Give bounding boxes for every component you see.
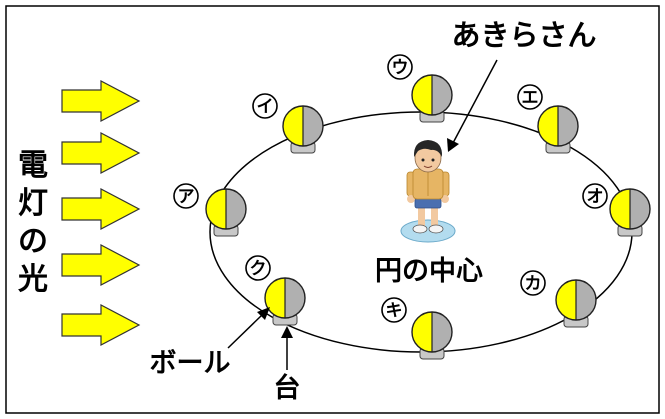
ball-dark-half	[285, 278, 305, 318]
ball-marker-label: オ	[587, 187, 604, 207]
ball-ka: カ	[520, 270, 597, 328]
ball-label: ボール	[150, 348, 231, 379]
ball-marker-circle	[381, 297, 407, 323]
ball-marker-label: エ	[522, 88, 539, 108]
ball-marker-label: キ	[386, 301, 403, 321]
ball-pointer-head	[257, 307, 270, 320]
ball-marker-circle	[387, 54, 413, 80]
ball-marker-circle	[252, 93, 278, 119]
person-figure	[406, 140, 450, 234]
person-label: あきらさん	[451, 18, 596, 52]
ball-lit-half	[412, 75, 432, 115]
ball-dark-half	[432, 312, 452, 352]
ball-lit-half	[412, 312, 432, 352]
light-arrow-2	[61, 132, 141, 174]
ball-u: ウ	[387, 54, 453, 123]
ball-lit-half	[538, 106, 558, 146]
center-label: 円の中心	[375, 256, 483, 287]
light-arrow-5	[61, 304, 141, 346]
ball-dark-half	[576, 280, 596, 320]
ball-marker-circle	[520, 270, 546, 296]
ball-lit-half	[610, 189, 630, 229]
ball-marker-circle	[582, 183, 608, 209]
ball-marker-label: ア	[178, 187, 195, 207]
ball-i: イ	[252, 93, 324, 154]
ball-marker-circle	[173, 183, 199, 209]
light-label: 電 灯 の 光	[18, 148, 48, 297]
ball-e: エ	[517, 84, 579, 154]
ball-marker-label: ウ	[392, 58, 409, 78]
light-arrow-4	[61, 244, 141, 286]
light-label-char-4: 光	[18, 262, 48, 297]
ball-dark-half	[432, 75, 452, 115]
ball-marker-circle	[245, 255, 271, 281]
light-arrow-3	[61, 188, 141, 230]
stand-pointer-head	[281, 326, 293, 338]
light-label-char-2: 灯	[18, 186, 48, 221]
light-label-char-1: 電	[18, 148, 48, 183]
person-pointer-head	[447, 138, 459, 152]
light-arrows	[61, 80, 141, 346]
ball-lit-half	[283, 106, 303, 146]
ball-dark-half	[558, 106, 578, 146]
ball-a: ア	[173, 183, 247, 237]
ball-lit-half	[206, 189, 226, 229]
ball-marker-circle	[517, 84, 543, 110]
ball-ki: キ	[381, 297, 453, 360]
ball-marker-label: ク	[250, 259, 267, 279]
ball-pointer-line	[227, 314, 263, 349]
ball-dark-half	[226, 189, 246, 229]
ball-marker-label: イ	[257, 97, 274, 117]
ball-dark-half	[630, 189, 650, 229]
ball-lit-half	[265, 278, 285, 318]
ball-marker-label: カ	[525, 274, 542, 294]
person-pointer-line	[452, 59, 498, 144]
light-label-char-3: の	[18, 224, 48, 259]
ball-lit-half	[556, 280, 576, 320]
ball-dark-half	[303, 106, 323, 146]
ball-ku: ク	[245, 255, 306, 326]
light-arrow-1	[61, 80, 141, 122]
center-floor-mark	[400, 219, 456, 243]
ball-o: オ	[582, 183, 651, 237]
stand-label: 台	[274, 372, 301, 404]
